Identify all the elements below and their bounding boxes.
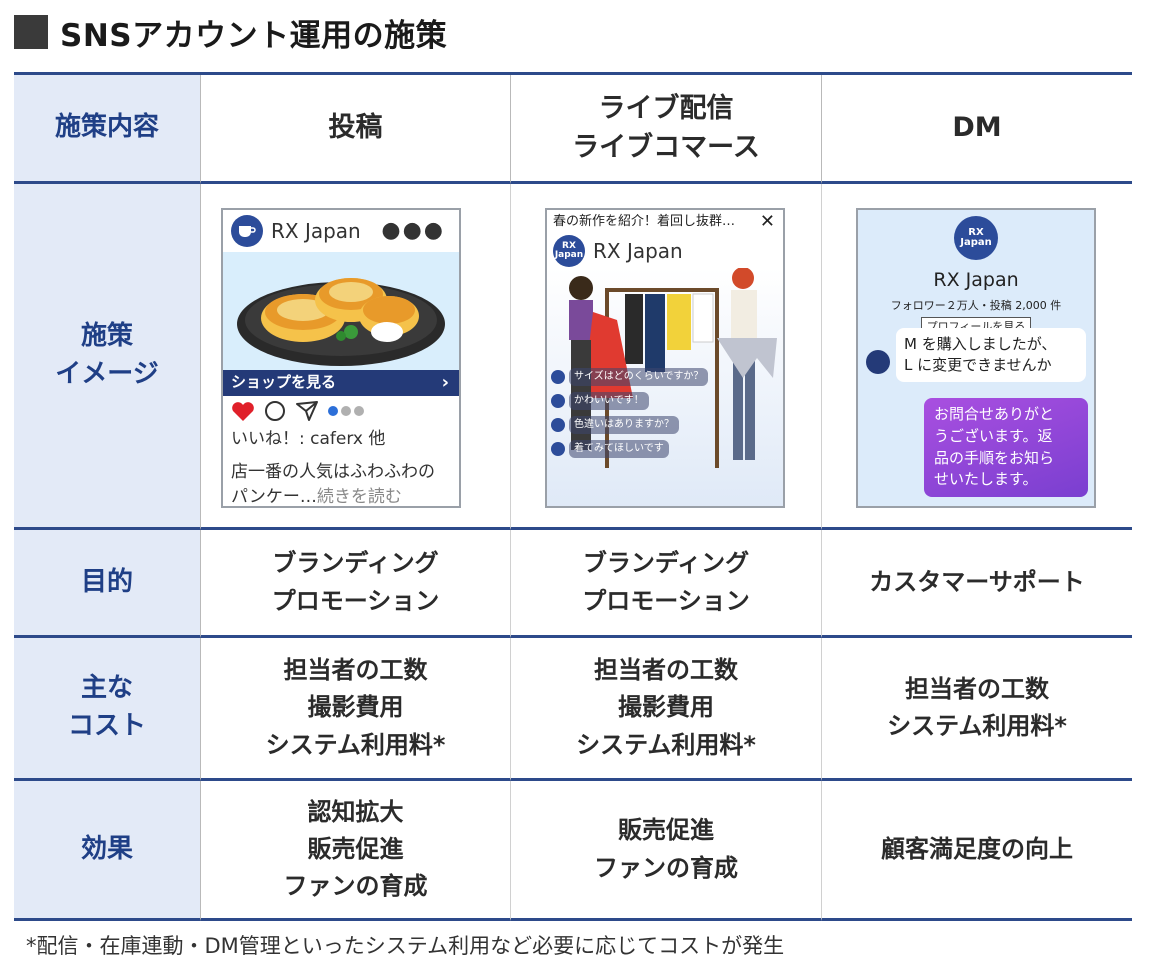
live-image-cell: 春の新作を紹介！着回し抜群… ✕ RX Japan RX Japan (510, 184, 821, 530)
header-row-label: 施策内容 (14, 75, 200, 184)
image-row-label: 施策 イメージ (14, 184, 200, 530)
dm-image-cell: RX Japan RX Japan フォロワー２万人・投稿 2,000 件 プロ… (821, 184, 1132, 530)
header-dm: DM (821, 75, 1132, 184)
cost-dm: 担当者の工数 システム利用料* (821, 638, 1132, 781)
cost-label: 主な コスト (14, 638, 200, 781)
live-comment-text: 着てみてほしいです (569, 440, 669, 458)
post-likes: いいね！: caferx 他 (231, 429, 386, 449)
commenter-avatar (551, 393, 565, 408)
post-header: RX Japan ●●● (223, 210, 459, 252)
header-post: 投稿 (200, 75, 510, 184)
rx-japan-avatar: RX Japan (553, 235, 585, 267)
send-icon[interactable] (295, 400, 319, 422)
live-account: RX Japan RX Japan (547, 234, 783, 268)
live-comment: かわいいです！ (551, 392, 649, 410)
page-title: SNSアカウント運用の施策 (14, 8, 447, 56)
effect-live: 販売促進 ファンの育成 (510, 781, 821, 921)
post-actions (223, 396, 459, 426)
cost-live: 担当者の工数 撮影費用 システム利用料* (510, 638, 821, 781)
live-card: 春の新作を紹介！着回し抜群… ✕ RX Japan RX Japan (545, 208, 785, 508)
chevron-right-icon: › (441, 372, 449, 394)
more-dots-icon[interactable]: ●●● (381, 217, 445, 243)
shop-button-label: ショップを見る (231, 373, 337, 392)
post-card: RX Japan ●●● (221, 208, 461, 508)
post-account-name: RX Japan (271, 218, 361, 243)
effect-dm: 顧客満足度の向上 (821, 781, 1132, 921)
carousel-dots-icon (328, 406, 364, 416)
cost-post: 担当者の工数 撮影費用 システム利用料* (200, 638, 510, 781)
live-comment-text: 色違いはありますか？ (569, 416, 679, 434)
cafe-cup-icon (231, 215, 263, 247)
read-more-link[interactable]: 続きを読む (316, 486, 402, 507)
outgoing-message: お問合せありがと うございます。返 品の手順をお知ら せいたします。 (924, 398, 1088, 497)
purpose-live: ブランディング プロモーション (510, 530, 821, 638)
purpose-label: 目的 (14, 530, 200, 638)
live-comment-text: かわいいです！ (569, 392, 649, 410)
dm-account-stats: フォロワー２万人・投稿 2,000 件 (890, 299, 1062, 313)
incoming-message: M を購入しましたが、 L に変更できませんか (896, 328, 1086, 382)
comment-icon[interactable] (263, 400, 287, 422)
post-caption: 店一番の人気はふわふわの パンケー…続きを読む (223, 452, 459, 507)
live-scene-image: サイズはどのくらいですか？ かわいいです！ 色違いはありますか？ 着てみてほしい… (547, 267, 783, 506)
dm-account-name: RX Japan (933, 269, 1019, 291)
footnote: *配信・在庫連動・DM管理といったシステム利用など必要に応じてコストが発生 (26, 934, 785, 958)
sender-avatar (866, 350, 890, 374)
post-caption-text: 店一番の人気はふわふわの パンケー… (231, 462, 435, 507)
live-header: 春の新作を紹介！着回し抜群… ✕ (547, 210, 783, 234)
commenter-avatar (551, 369, 565, 384)
effect-label: 効果 (14, 781, 200, 921)
shop-button[interactable]: ショップを見る › (223, 370, 459, 396)
live-comment: サイズはどのくらいですか？ (551, 368, 709, 386)
page-title-text: SNSアカウント運用の施策 (60, 17, 448, 54)
live-comment: 色違いはありますか？ (551, 416, 679, 434)
commenter-avatar (551, 417, 565, 432)
dm-card: RX Japan RX Japan フォロワー２万人・投稿 2,000 件 プロ… (856, 208, 1096, 508)
post-image-cell: RX Japan ●●● (200, 184, 510, 530)
close-icon[interactable]: ✕ (759, 211, 775, 233)
pancake-image (223, 252, 459, 370)
live-account-name: RX Japan (593, 238, 683, 263)
title-square-icon (14, 15, 48, 49)
commenter-avatar (551, 441, 565, 456)
live-comment-text: サイズはどのくらいですか？ (569, 368, 709, 386)
purpose-dm: カスタマーサポート (821, 530, 1132, 638)
measures-table: 施策内容 投稿 ライブ配信 ライブコマース DM 施策 イメージ RX Japa… (14, 72, 1132, 921)
purpose-post: ブランディング プロモーション (200, 530, 510, 638)
rx-japan-avatar: RX Japan (954, 216, 998, 260)
header-live: ライブ配信 ライブコマース (510, 75, 821, 184)
dm-profile: RX Japan RX Japan フォロワー２万人・投稿 2,000 件 プロ… (858, 210, 1094, 337)
live-comment: 着てみてほしいです (551, 440, 669, 458)
effect-post: 認知拡大 販売促進 ファンの育成 (200, 781, 510, 921)
heart-icon[interactable] (231, 400, 255, 422)
live-heading: 春の新作を紹介！着回し抜群… (553, 213, 736, 229)
